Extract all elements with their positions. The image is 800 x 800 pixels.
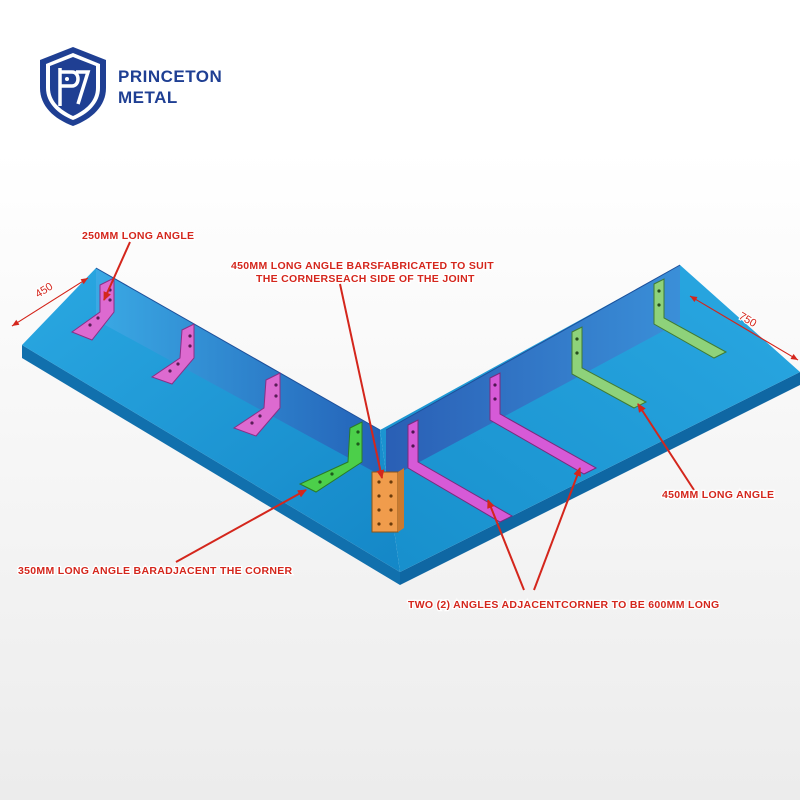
angle-left-2 <box>150 323 195 385</box>
brand-name-line2: METAL <box>118 88 178 107</box>
shield-icon <box>40 47 106 126</box>
callout-corner-450-line1: 450MM LONG ANGLE BARSFABRICATED TO SUIT <box>231 260 494 272</box>
angle-left-3 <box>232 372 281 437</box>
callout-corner-450-line2: THE CORNERSEACH SIDE OF THE JOINT <box>256 273 475 285</box>
callout-two-angles-600: TWO (2) ANGLES ADJACENTCORNER TO BE 600M… <box>408 599 720 611</box>
brand-name-line1: PRINCETON <box>118 67 223 86</box>
angle-right-4 <box>653 278 728 359</box>
callout-350-long-angle: 350MM LONG ANGLE BARADJACENT THE CORNER <box>18 565 293 577</box>
callout-250-long-angle: 250MM LONG ANGLE <box>82 230 194 242</box>
callout-leaders <box>103 241 695 591</box>
angle-600-right-2 <box>489 372 598 475</box>
angle-600-right-1 <box>407 419 514 523</box>
angle-350-corner <box>298 421 363 493</box>
angle-450-right <box>571 326 648 409</box>
brand-logo: PRINCETON METAL <box>36 44 226 134</box>
corner-joint-plate <box>371 468 404 533</box>
upstand-walls <box>95 264 681 480</box>
callout-450-long-angle: 450MM LONG ANGLE <box>662 489 774 501</box>
